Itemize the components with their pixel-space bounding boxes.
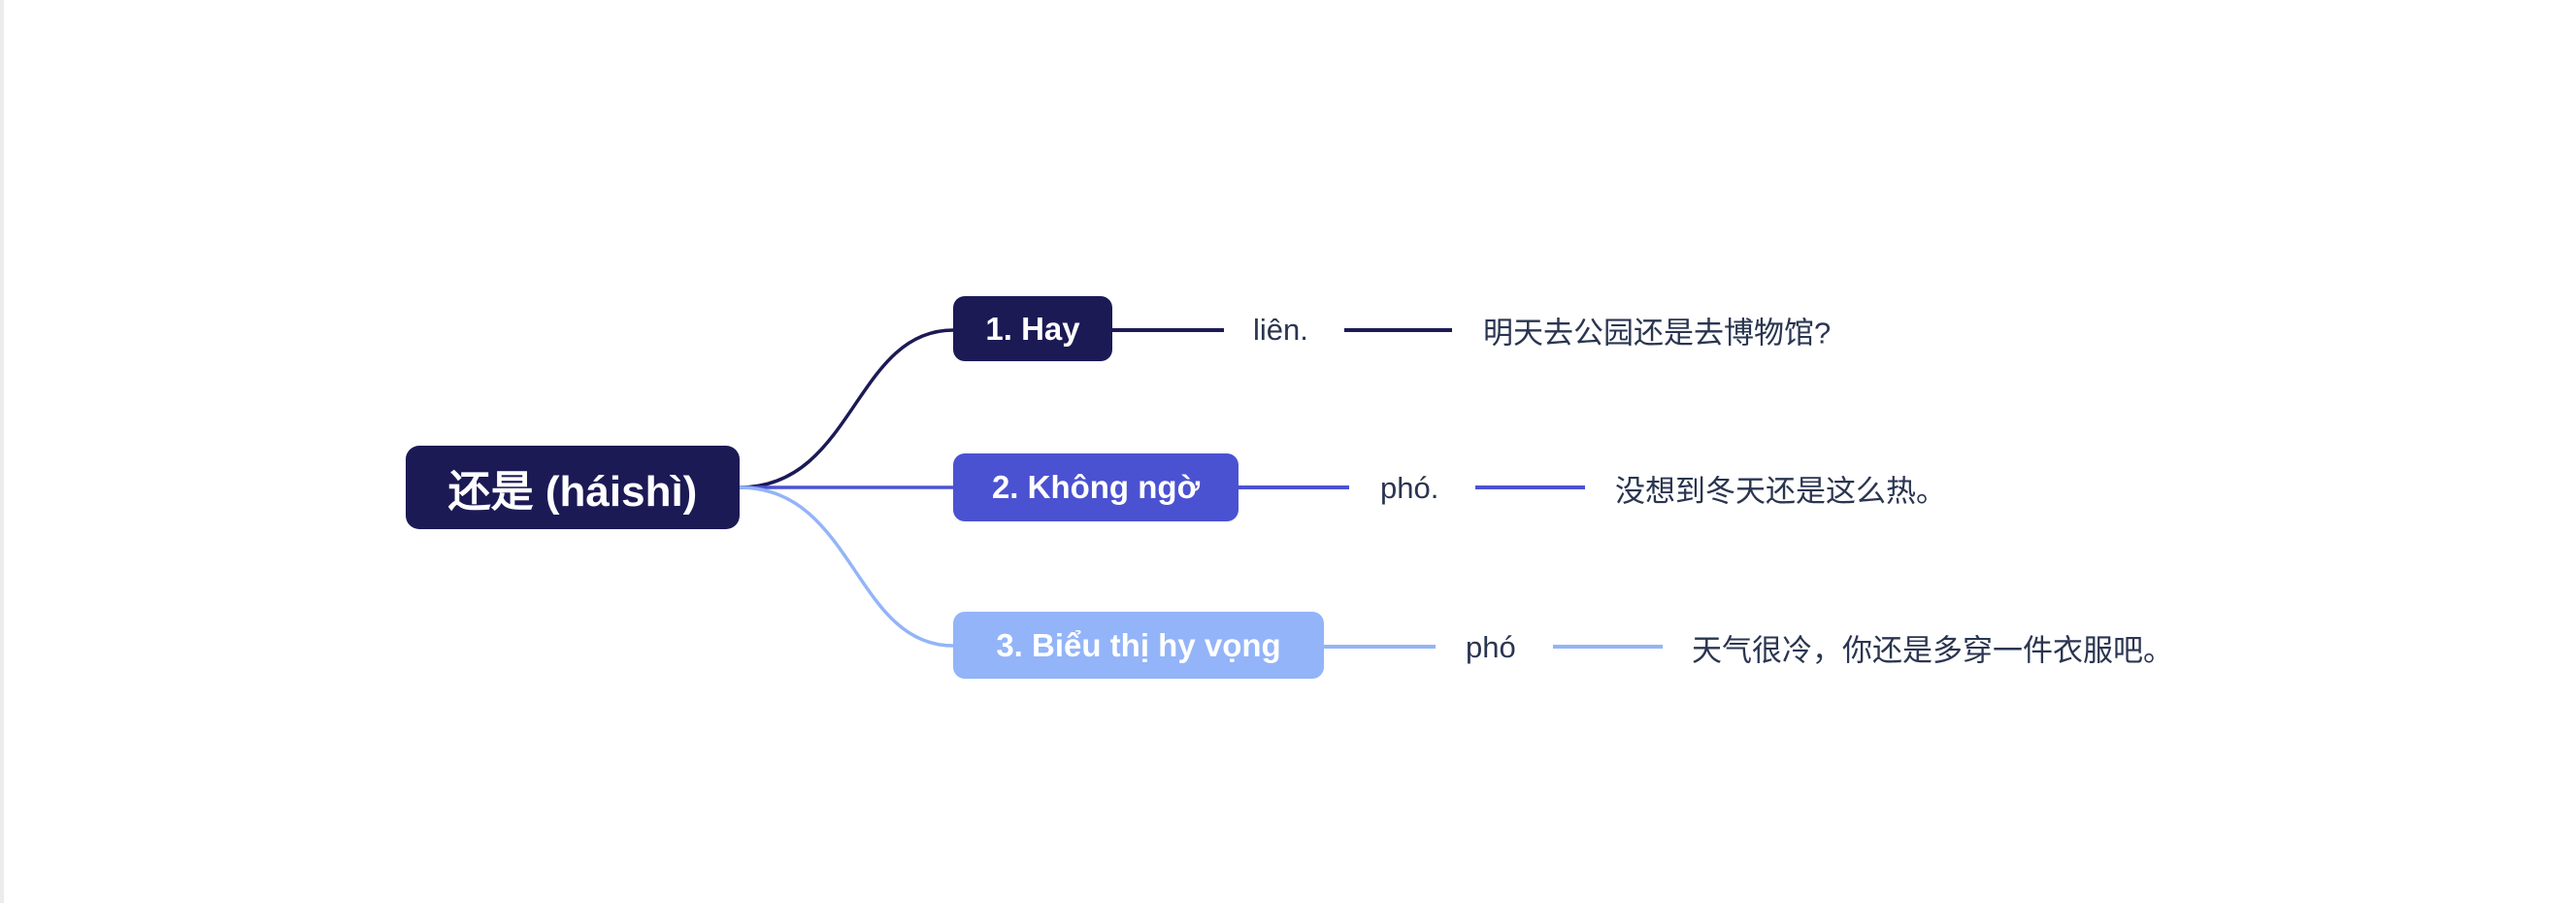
left-border — [0, 0, 4, 903]
branch-label: 1. Hay — [985, 310, 1080, 347]
connector-root-branch-3 — [739, 485, 954, 648]
branch-label: 2. Không ngờ — [991, 469, 1201, 505]
part-of-speech-label[interactable]: phó. — [1380, 471, 1439, 505]
connector-root-branch-1 — [739, 328, 954, 489]
branch-node-bieu-thi-hy-vong[interactable]: 3. Biểu thị hy vọng — [953, 612, 1324, 679]
root-node[interactable]: 还是 (háishì) — [406, 446, 740, 529]
part-of-speech-label[interactable]: liên. — [1253, 313, 1308, 347]
root-label: 还是 (háishì) — [447, 468, 698, 516]
example-sentence[interactable]: 明天去公园还是去博物馆? — [1483, 316, 1832, 351]
part-of-speech-label[interactable]: phó — [1466, 630, 1516, 664]
branch-node-hay[interactable]: 1. Hay — [953, 296, 1112, 361]
example-sentence[interactable]: 天气很冷，你还是多穿一件衣服吧。 — [1692, 633, 2173, 668]
branch-node-khong-ngo[interactable]: 2. Không ngờ — [953, 453, 1238, 521]
example-sentence[interactable]: 没想到冬天还是这么热。 — [1615, 474, 1946, 509]
branch-label: 3. Biểu thị hy vọng — [996, 626, 1281, 663]
